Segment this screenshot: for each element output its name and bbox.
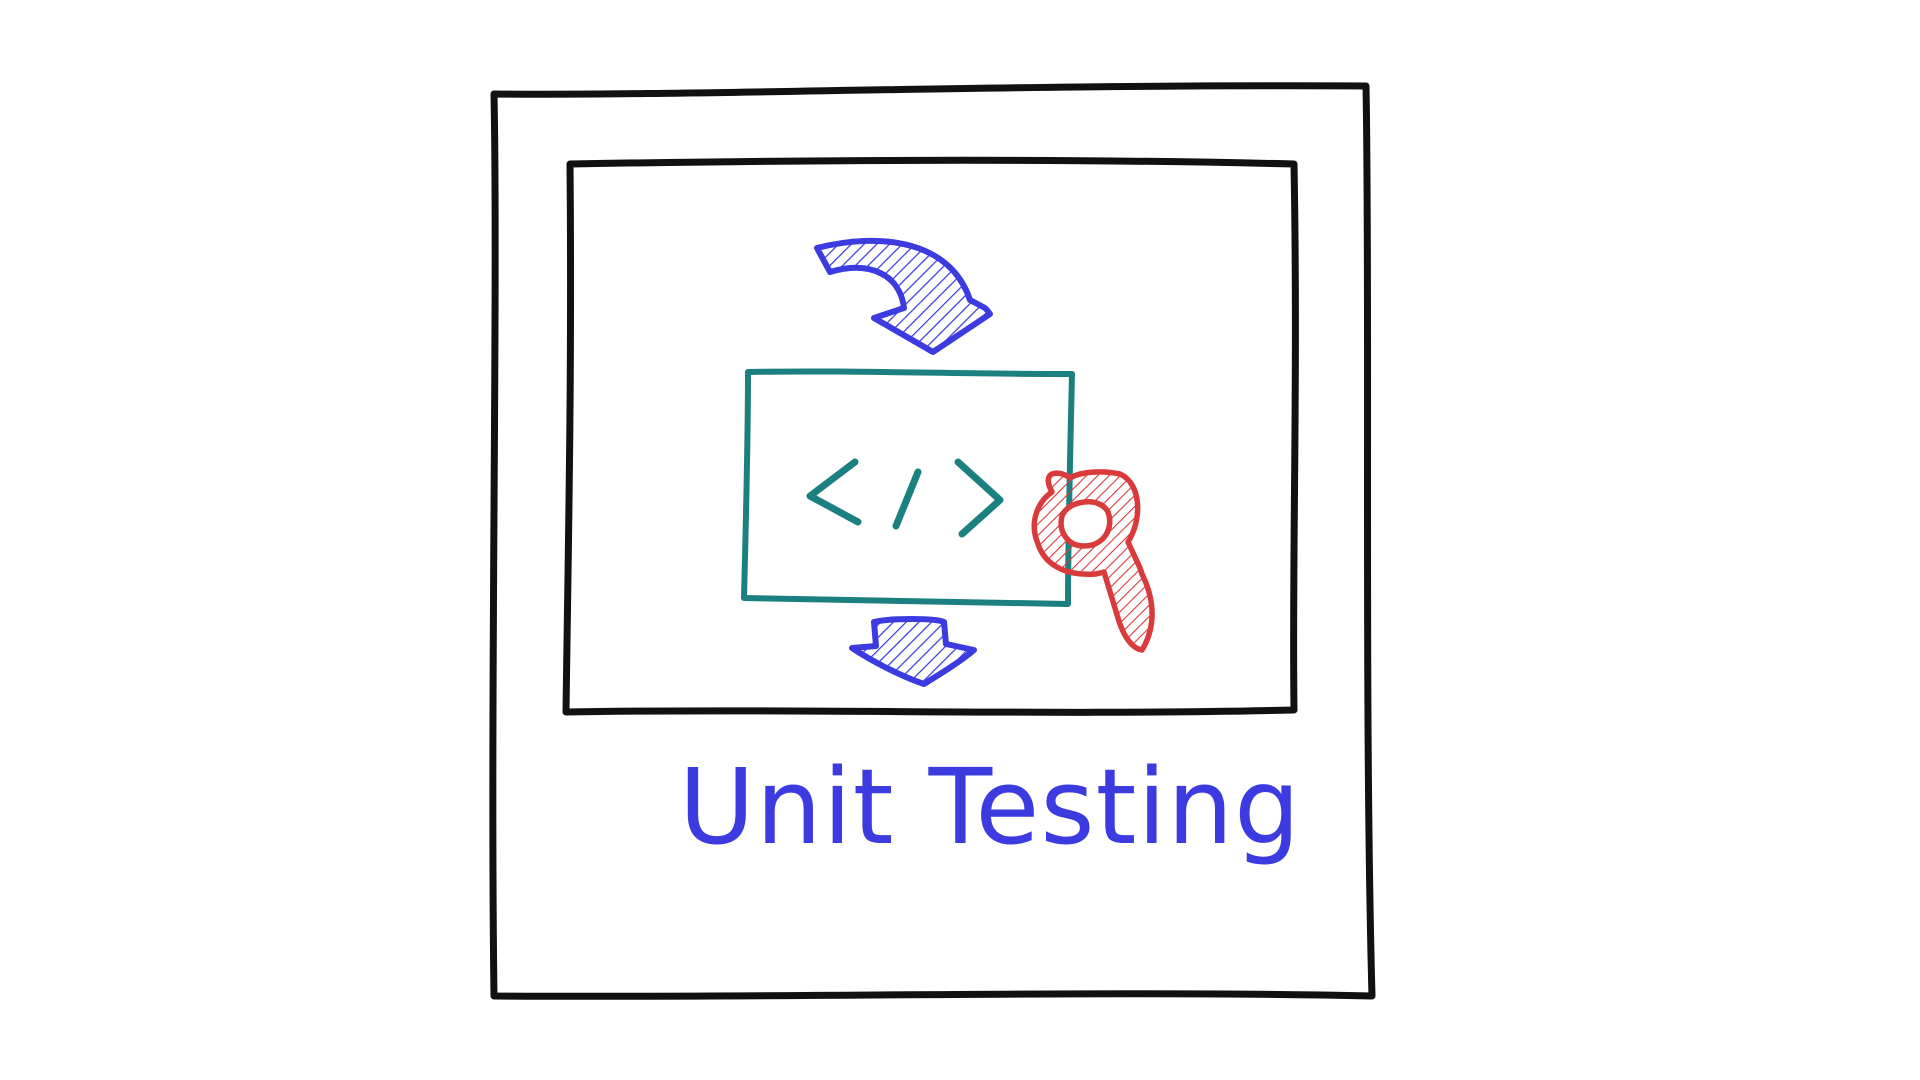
outer-frame (489, 82, 1376, 1000)
magnifying-glass-icon (1031, 469, 1155, 653)
code-glyph-icon (806, 458, 1004, 538)
inner-frame (562, 156, 1299, 716)
caption-title: Unit Testing (678, 746, 1302, 868)
arrow-down-icon (849, 616, 977, 687)
code-window-icon (741, 368, 1075, 607)
curved-arrow-down-icon (814, 237, 993, 355)
